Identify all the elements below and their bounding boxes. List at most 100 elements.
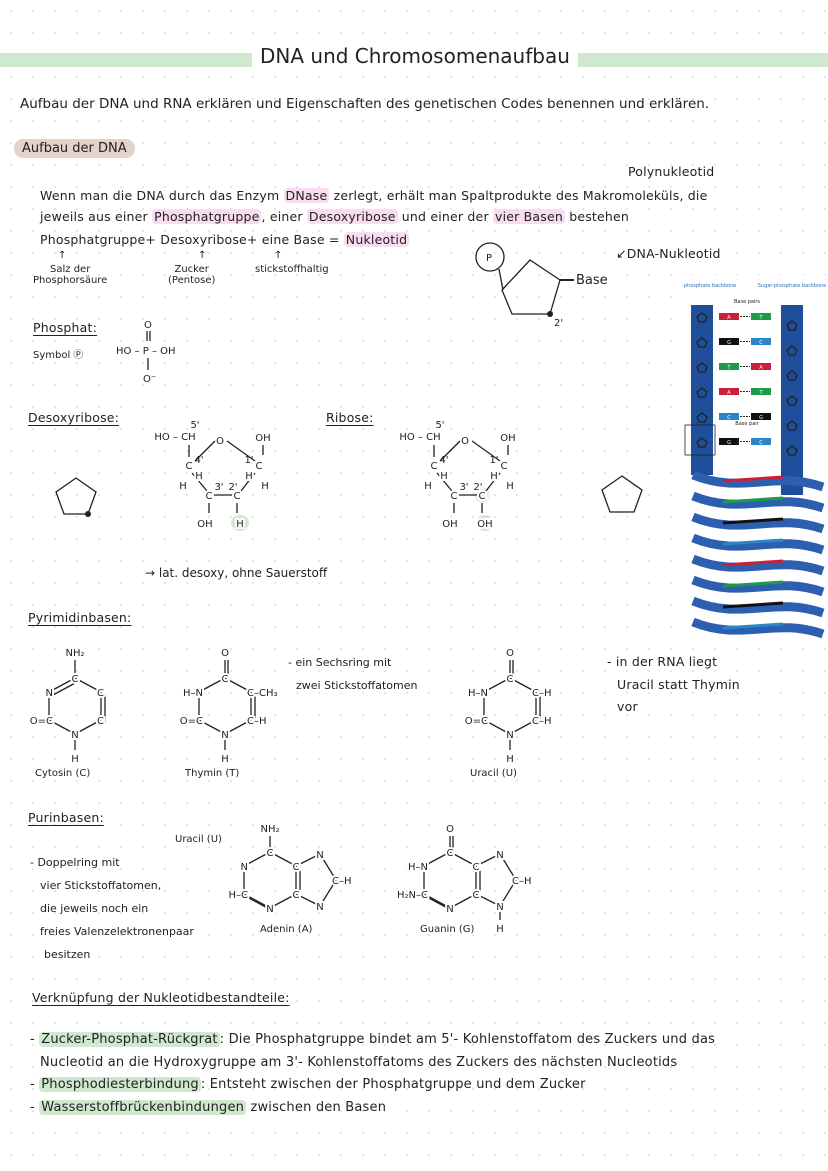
bond	[439, 440, 461, 462]
atom-label: C–H	[532, 716, 552, 727]
highlight-wasserstoff: Wasserstoffbrückenbindungen	[39, 1100, 247, 1115]
purin-note-5: besitzen	[44, 948, 91, 961]
base-letter: G	[727, 440, 731, 446]
atom-label: C	[447, 848, 454, 859]
helix-base-pair	[722, 496, 784, 504]
atom-label: H₂N–C	[397, 890, 428, 901]
left-backbone	[691, 305, 713, 475]
base-letter: C	[759, 340, 763, 346]
atom-label: OH	[477, 519, 492, 530]
atom-label: H–N	[408, 862, 428, 873]
bullet-phosphodiester: - Phosphodiesterbindung: Entsteht zwisch…	[30, 1077, 586, 1092]
atom-label: C	[234, 491, 241, 502]
bond	[243, 851, 271, 867]
text: DNA-Nukleotid	[626, 246, 721, 261]
cytosin-caption: Cytosin (C)	[35, 768, 91, 779]
atom-label: C–H	[512, 876, 532, 887]
base-T	[719, 363, 739, 370]
atom-label: O	[506, 648, 514, 659]
base-letter: A	[727, 315, 731, 321]
c2-label: 2'	[554, 318, 563, 329]
verknuepfung-heading: Verknüpfung der Nukleotidbestandteile:	[32, 990, 290, 1005]
bond	[423, 851, 451, 867]
phosphat-heading: Phosphat:	[33, 320, 98, 335]
base-letter: C	[759, 440, 763, 446]
atom-label: 2'	[228, 482, 237, 493]
bond	[319, 879, 337, 907]
atom-label: OH	[442, 519, 457, 530]
phosphate-structure: O HO – P – OH O⁻	[114, 318, 178, 387]
base-letter: T	[758, 315, 763, 321]
bond	[449, 851, 477, 867]
atom-label: H	[261, 481, 269, 492]
lat-note: → lat. desoxy, ohne Sauerstoff	[145, 566, 328, 580]
atom-label: 4'	[439, 455, 448, 466]
page-title: DNA und Chromosomenaufbau	[252, 44, 578, 68]
atom-label: C	[267, 848, 274, 859]
arrow-up-icon: ↑	[198, 250, 207, 261]
thymin-caption: Thymin (T)	[185, 768, 240, 779]
pyrimidin-heading: Pyrimidinbasen:	[28, 610, 132, 625]
sugar-pentagon-icon	[696, 337, 708, 348]
atom-label: N	[496, 850, 503, 861]
base-letter: C	[727, 415, 731, 421]
atom-label: N	[316, 850, 323, 861]
atom-label: C	[222, 674, 229, 685]
atom-label: C	[451, 491, 458, 502]
atom-label: C	[97, 716, 104, 727]
sugar-pentagon-icon	[696, 437, 708, 448]
text: -	[30, 1032, 40, 1047]
base-A	[719, 388, 739, 395]
highlight-rueckgrat: Zucker-Phosphat-Rückgrat	[39, 1032, 220, 1047]
highlight-phosphodiester: Phosphodiesterbindung	[39, 1077, 201, 1092]
atom-label: N	[266, 904, 273, 915]
rna-note-2: Uracil statt Thymin	[617, 677, 740, 692]
atom-label: 1'	[244, 455, 253, 466]
arrow-up-icon: ↑	[58, 250, 67, 261]
highlight-desoxyribose: Desoxyribose	[306, 209, 398, 224]
bond	[509, 719, 537, 735]
highlight-c2-substituent	[231, 515, 249, 531]
atom-label: C	[186, 461, 193, 472]
sugar-pentagon-icon	[501, 259, 561, 315]
base-C	[719, 413, 739, 420]
base-pairs-label: Base pairs	[734, 299, 760, 305]
atom-label: H	[506, 481, 514, 492]
paragraph-line-1: Wenn man die DNA durch das Enzym DNase z…	[40, 188, 707, 203]
sugar-pentagon-icon	[786, 320, 798, 331]
atom-label: C	[293, 862, 300, 873]
left-backbone-label: Sugar-phosphate backbone	[683, 283, 736, 289]
bond	[449, 893, 477, 909]
atom-label: O	[221, 648, 229, 659]
atom-label: OH	[197, 519, 212, 530]
atom-label: HO – CH	[399, 432, 440, 443]
phosphate-symbol: P	[486, 253, 492, 264]
bond	[240, 472, 256, 492]
bond	[499, 879, 517, 907]
learning-goal: Aufbau der DNA und RNA erklären und Eige…	[20, 96, 710, 112]
text: und einer der	[397, 209, 493, 224]
text: bestehen	[565, 209, 630, 224]
bond	[426, 896, 454, 912]
note-zucker: Zucker (Pentose)	[168, 264, 216, 286]
atom-label: N	[71, 730, 78, 741]
atom-label: HO – CH	[154, 432, 195, 443]
guanin-caption: Guanin (G)	[420, 924, 475, 935]
sugar-pentagon-icon	[786, 420, 798, 431]
bond	[423, 893, 451, 909]
bond	[269, 851, 297, 867]
bond	[198, 719, 226, 735]
dna-nukleotid-label: ↙DNA-Nukleotid	[616, 246, 721, 261]
atom-label: H	[490, 471, 498, 482]
paragraph-line-3: Phosphatgruppe+ Desoxyribose+ eine Base …	[40, 232, 410, 247]
atom-label: 5'	[435, 420, 444, 431]
atom-label: H	[71, 754, 79, 765]
